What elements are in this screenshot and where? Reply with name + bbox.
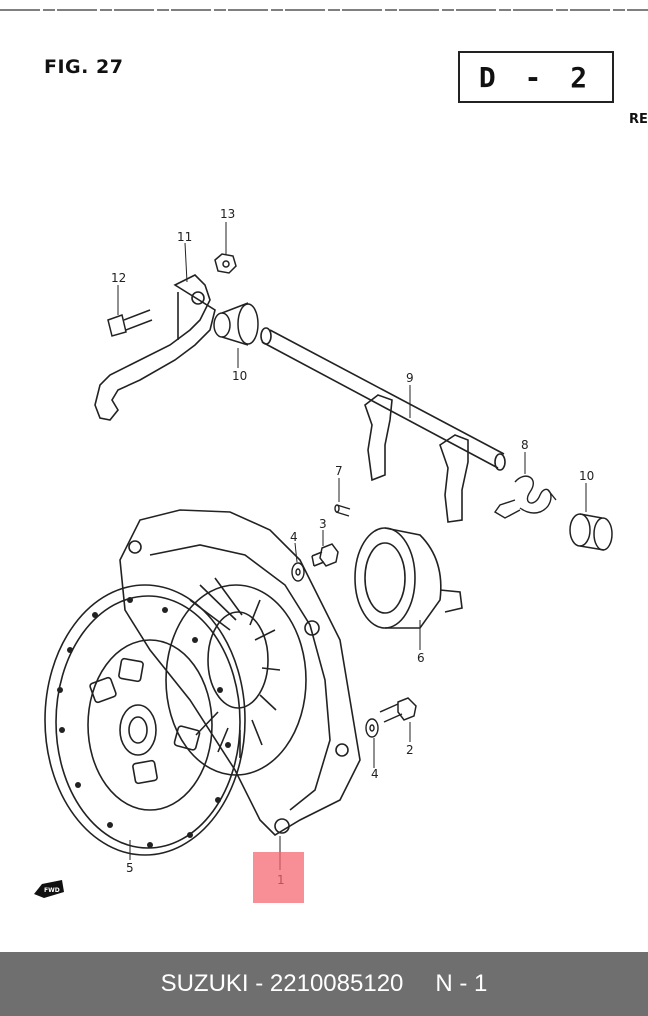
callout-9: 8 bbox=[521, 438, 529, 452]
clutch-disc bbox=[44, 584, 246, 856]
callout-3: 3 bbox=[319, 517, 327, 531]
return-spring bbox=[493, 475, 557, 519]
parts-diagram: FWD 13 11 12 10 9 8 10 7 3 4 6 2 4 5 1 bbox=[0, 9, 648, 898]
callout-4-top: 4 bbox=[290, 530, 298, 544]
washer-4-top bbox=[291, 562, 305, 582]
part-highlight[interactable] bbox=[253, 852, 304, 903]
callout-8: 9 bbox=[406, 371, 414, 385]
callout-labels: 13 11 12 10 9 8 10 7 3 4 6 2 4 5 1 bbox=[111, 207, 594, 887]
release-bearing bbox=[354, 527, 463, 629]
figure-code-box: D - 2 bbox=[458, 51, 614, 103]
edge-text: RE bbox=[629, 112, 648, 127]
washer-4-bottom bbox=[365, 718, 379, 738]
callout-5: 5 bbox=[126, 861, 134, 875]
footer-quantity: N - 1 bbox=[435, 970, 488, 997]
callout-13: 13 bbox=[220, 207, 235, 221]
pin-7 bbox=[334, 504, 351, 517]
callout-10-right: 10 bbox=[579, 469, 594, 483]
callout-2: 2 bbox=[406, 743, 414, 757]
release-lever bbox=[94, 274, 216, 421]
callout-10-top: 10 bbox=[232, 369, 247, 383]
callout-12: 12 bbox=[111, 271, 126, 285]
figure-title: FIG. 27 bbox=[44, 56, 124, 78]
svg-text:FWD: FWD bbox=[44, 887, 60, 894]
bushing-10-right bbox=[569, 513, 613, 551]
bolt-12 bbox=[107, 309, 153, 337]
fwd-arrow-icon: FWD bbox=[34, 880, 64, 898]
clutch-cover bbox=[119, 509, 361, 837]
callout-4-bottom: 4 bbox=[371, 767, 379, 781]
nut-13 bbox=[214, 253, 237, 274]
callout-11: 11 bbox=[177, 230, 192, 244]
bushing-10-top bbox=[213, 302, 259, 346]
footer-part-number: SUZUKI - 2210085120 bbox=[160, 970, 404, 997]
bolt-2 bbox=[379, 697, 417, 723]
callout-7: 7 bbox=[335, 464, 343, 478]
footer-bar: SUZUKI - 2210085120 N - 1 bbox=[0, 952, 648, 1016]
bolt-3 bbox=[311, 543, 339, 567]
release-shaft bbox=[260, 327, 506, 523]
callout-6: 6 bbox=[417, 651, 425, 665]
leader-lines bbox=[117, 222, 587, 870]
figure-code: D - 2 bbox=[478, 61, 594, 94]
